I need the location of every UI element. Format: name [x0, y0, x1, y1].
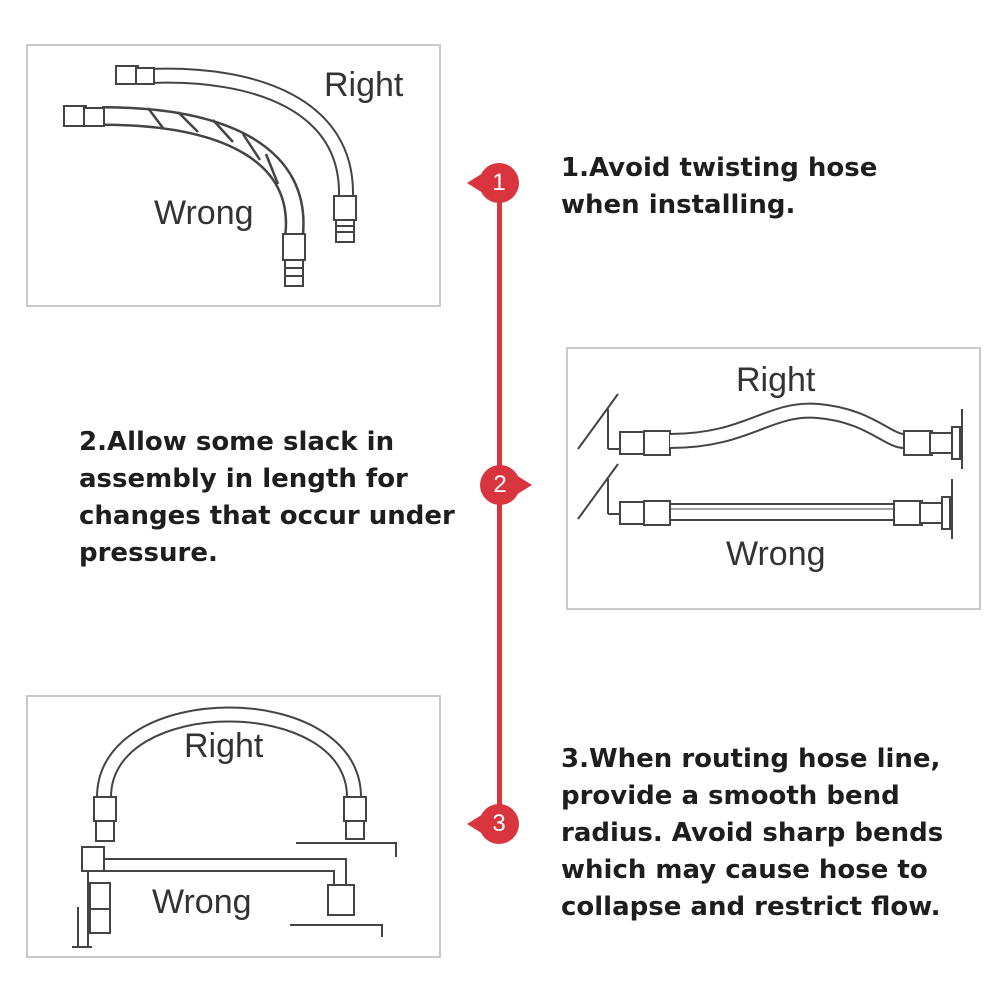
step-3-number: 3	[492, 810, 506, 837]
bend-right-label: Right	[184, 727, 264, 765]
twisting-hose-illustration	[63, 65, 357, 287]
left-pointer-badge-icon	[467, 163, 519, 203]
step-3-line-1: 3.When routing hose line,	[561, 744, 941, 774]
step-2-number: 2	[493, 471, 507, 498]
diagram-panel-twisting: Right Wrong	[26, 44, 441, 307]
step-1-text: 1.Avoid twisting hose when installing.	[561, 150, 877, 224]
twisting-right-label: Right	[324, 66, 404, 104]
step-2-marker: 2	[478, 463, 532, 507]
step-1-marker: 1	[467, 161, 521, 205]
step-3-line-5: collapse and restrict flow.	[561, 892, 941, 922]
right-pointer-badge-icon	[480, 465, 532, 505]
step-3-line-2: provide a smooth bend	[561, 781, 900, 811]
diagram-panel-bend-radius: Right Wrong	[26, 695, 441, 958]
slack-hose-illustration	[577, 393, 963, 539]
step-2-line-4: pressure.	[79, 538, 218, 568]
step-3-marker: 3	[467, 802, 521, 846]
bend-radius-illustration	[72, 706, 397, 948]
slack-right-label: Right	[736, 361, 816, 399]
left-pointer-badge-icon	[467, 804, 519, 844]
step-1-line-2: when installing.	[561, 190, 796, 220]
step-3-line-3: radius. Avoid sharp bends	[561, 818, 944, 848]
bend-wrong-label: Wrong	[152, 883, 252, 921]
step-2-line-2: assembly in length for	[79, 464, 408, 494]
step-1-line-1: 1.Avoid twisting hose	[561, 153, 878, 183]
step-3-text: 3.When routing hose line, provide a smoo…	[561, 741, 943, 926]
step-2-line-1: 2.Allow some slack in	[79, 427, 395, 457]
step-2-line-3: changes that occur under	[79, 501, 455, 531]
diagram-panel-slack: Right Wrong	[566, 347, 981, 610]
step-3-line-4: which may cause hose to	[561, 855, 928, 885]
slack-wrong-label: Wrong	[726, 535, 826, 573]
step-2-text: 2.Allow some slack in assembly in length…	[79, 424, 455, 572]
twisting-wrong-label: Wrong	[154, 194, 254, 232]
step-1-number: 1	[492, 169, 506, 196]
